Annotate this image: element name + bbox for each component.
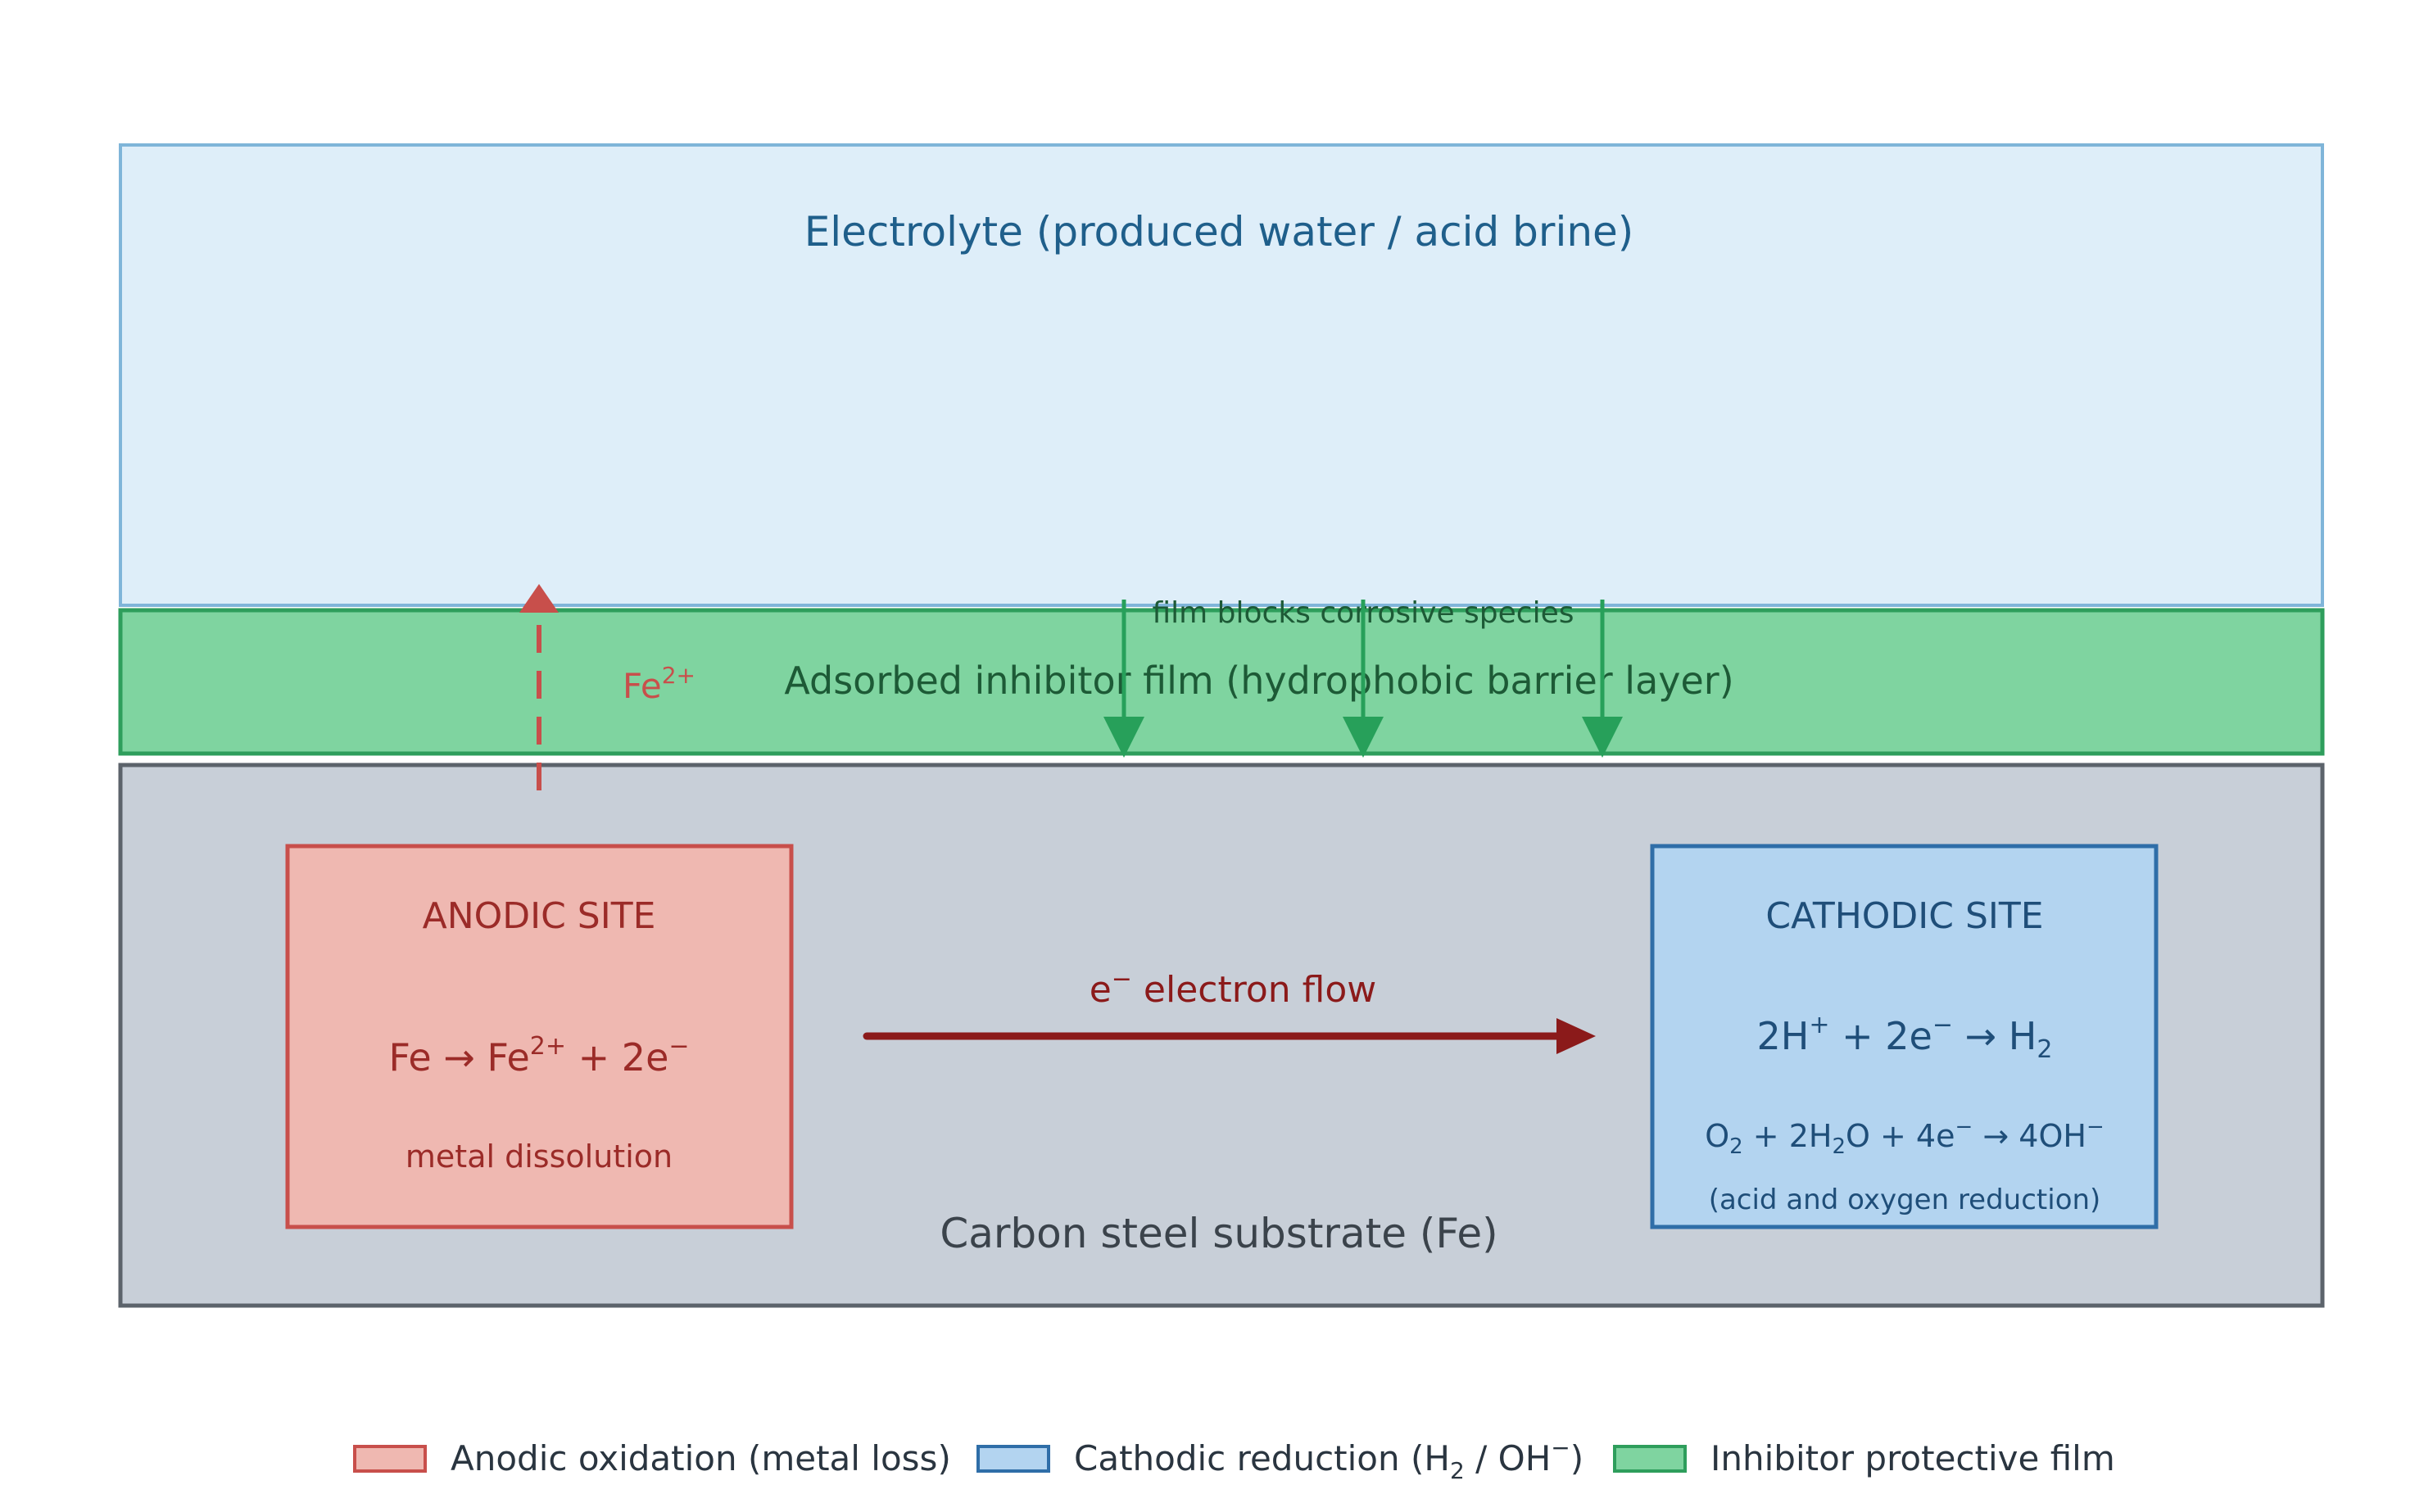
- anodic-site: ANODIC SITE Fe → Fe2+ + 2e− metal dissol…: [285, 844, 794, 1229]
- anodic-note: metal dissolution: [406, 1139, 673, 1175]
- electrolyte-box: [119, 143, 2324, 607]
- inhibitor-film-box: [118, 608, 2325, 756]
- inhibitor-film-layer: Adsorbed inhibitor film (hydrophobic bar…: [118, 596, 2325, 756]
- electron-flow: e− electron flow: [863, 965, 1596, 1054]
- cathodic-reaction-1: 2H+ + 2e− → H2: [1757, 1011, 2053, 1064]
- anodic-site-box: [285, 844, 794, 1229]
- electron-flow-label: e− electron flow: [1090, 965, 1377, 1011]
- inhibitor-film-label: Adsorbed inhibitor film (hydrophobic bar…: [784, 659, 1733, 703]
- legend-swatch-anodic: [353, 1445, 427, 1473]
- substrate-label: Carbon steel substrate (Fe): [940, 1210, 1497, 1257]
- legend: Anodic oxidation (metal loss) Cathodic r…: [353, 1434, 2115, 1484]
- legend-label-anodic: Anodic oxidation (metal loss): [451, 1438, 951, 1478]
- ion-release-arrow-head: [519, 584, 559, 613]
- cathodic-site-box: [1650, 844, 2159, 1229]
- blocking-arrows: [1103, 600, 1623, 758]
- ion-release: Fe2+: [519, 584, 695, 790]
- electrolyte-layer: Electrolyte (produced water / acid brine…: [119, 143, 2324, 607]
- electron-flow-arrow-head: [1556, 1018, 1596, 1054]
- cathodic-site-title: CATHODIC SITE: [1765, 895, 2043, 937]
- ion-release-label: Fe2+: [623, 662, 695, 706]
- legend-swatch-inhibitor: [1613, 1445, 1687, 1473]
- electrolyte-label: Electrolyte (produced water / acid brine…: [804, 208, 1634, 256]
- cathodic-note: (acid and oxygen reduction): [1709, 1184, 2101, 1216]
- legend-swatch-cathodic: [976, 1445, 1050, 1473]
- cathodic-site: CATHODIC SITE 2H+ + 2e− → H2 O2 + 2H2O +…: [1650, 844, 2159, 1229]
- cathodic-reaction-2: O2 + 2H2O + 4e− → 4OH−: [1705, 1115, 2105, 1159]
- anodic-site-title: ANODIC SITE: [423, 895, 656, 937]
- legend-label-cathodic: Cathodic reduction (H2 / OH−): [1074, 1434, 1583, 1484]
- legend-label-inhibitor: Inhibitor protective film: [1710, 1438, 2115, 1478]
- anodic-reaction: Fe → Fe2+ + 2e−: [388, 1032, 689, 1080]
